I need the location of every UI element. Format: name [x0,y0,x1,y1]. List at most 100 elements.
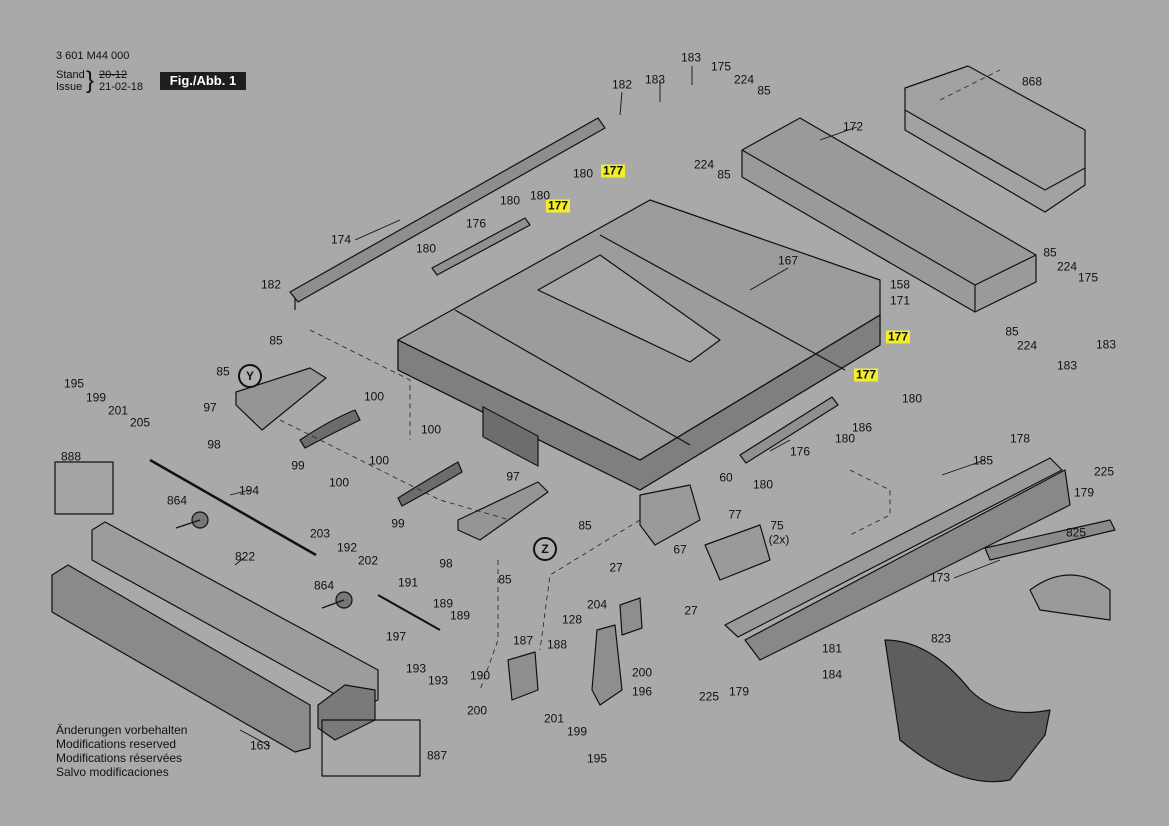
callout-822: 822 [234,549,256,564]
leader-10 [229,489,251,496]
callout-180: 180 [901,391,923,406]
callout-194: 194 [238,483,260,498]
knob-864-top [175,511,209,529]
callout-180: 180 [572,166,594,181]
callout-183: 183 [1056,358,1078,373]
support-868 [904,65,1086,213]
callout-97: 97 [203,400,217,415]
issue-date: 21-02-18 [99,81,144,93]
callout-192: 192 [336,540,358,555]
callout-177: 177 [545,198,571,213]
dash-line-1 [309,329,411,440]
callout-167: 167 [777,253,799,268]
callout-199: 199 [566,724,588,739]
callout-190: 190 [469,668,491,683]
callout-200: 200 [466,703,488,718]
clip-204 [619,597,643,636]
rail-174 [289,117,606,310]
callout-823: 823 [930,631,952,646]
callout-225: 225 [698,689,720,704]
view-marker-z: Z [533,537,557,561]
blade-guard-823 [884,639,1051,783]
callout-98: 98 [439,556,453,571]
callout-178: 178 [1009,431,1031,446]
callout-182: 182 [260,277,282,292]
callout-183: 183 [644,72,666,87]
leader-12 [239,729,271,747]
callout-224: 224 [733,72,755,87]
callout-181: 181 [821,641,843,656]
callout-100: 100 [420,422,442,437]
callout-184: 184 [821,667,843,682]
callout-195: 195 [586,751,608,766]
callout-176: 176 [465,216,487,231]
callout-201: 201 [107,403,129,418]
bracket-187 [507,651,539,701]
callout-85: 85 [269,333,283,348]
callout-2x: (2x) [768,532,790,547]
rail-173 [744,469,1071,661]
rail-176-upper [431,217,531,276]
callout-887: 887 [426,748,448,763]
callout-205: 205 [129,415,151,430]
callout-27: 27 [684,603,698,618]
callout-85: 85 [717,167,731,182]
callout-99: 99 [391,516,405,531]
leader-5 [354,219,401,241]
callout-196: 196 [631,684,653,699]
callout-128: 128 [561,612,583,627]
callout-175: 175 [1077,270,1099,285]
bracket-60 [639,484,701,546]
brace-icon: } [86,67,95,94]
callout-225: 225 [1093,464,1115,479]
doc-code: 3 601 M44 000 [56,50,130,62]
callout-98: 98 [207,437,221,452]
callout-173: 173 [929,570,951,585]
fence-822 [91,521,379,709]
callout-180: 180 [834,431,856,446]
callout-27: 27 [609,560,623,575]
callout-175: 175 [710,59,732,74]
callout-191: 191 [397,575,419,590]
leader-7 [941,459,986,476]
callout-85: 85 [216,364,230,379]
callout-85: 85 [757,83,771,98]
callout-200: 200 [631,665,653,680]
rear-extension-172 [741,117,1037,313]
callout-189: 189 [432,596,454,611]
leader-9 [769,439,791,452]
callout-202: 202 [357,553,379,568]
callout-204: 204 [586,597,608,612]
callout-185: 185 [972,453,994,468]
view-marker-y: Y [238,364,262,388]
knob-864-bottom [321,591,353,609]
clamp-99-left [299,409,361,449]
callout-183: 183 [680,50,702,65]
dash-line-6 [939,69,1001,101]
callout-180: 180 [415,241,437,256]
fence-163 [51,564,311,753]
callout-197: 197 [385,629,407,644]
callout-195: 195 [63,376,85,391]
callout-182: 182 [611,77,633,92]
callout-99: 99 [291,458,305,473]
callout-85: 85 [1005,324,1019,339]
callout-179: 179 [1073,485,1095,500]
callout-177: 177 [600,163,626,178]
callout-888: 888 [60,449,82,464]
callout-180: 180 [499,193,521,208]
callout-85: 85 [578,518,592,533]
table-top-167 [397,199,881,491]
callout-97: 97 [506,469,520,484]
lever-196 [591,624,623,706]
callout-75: 75 [770,518,784,533]
bracket-97-right [457,481,549,541]
callout-100: 100 [328,475,350,490]
rail-185 [724,457,1063,638]
callout-193: 193 [405,661,427,676]
leader-6 [749,267,789,291]
rail-176-lower [739,396,839,464]
callout-85: 85 [1043,245,1057,260]
rod-194 [149,458,317,557]
